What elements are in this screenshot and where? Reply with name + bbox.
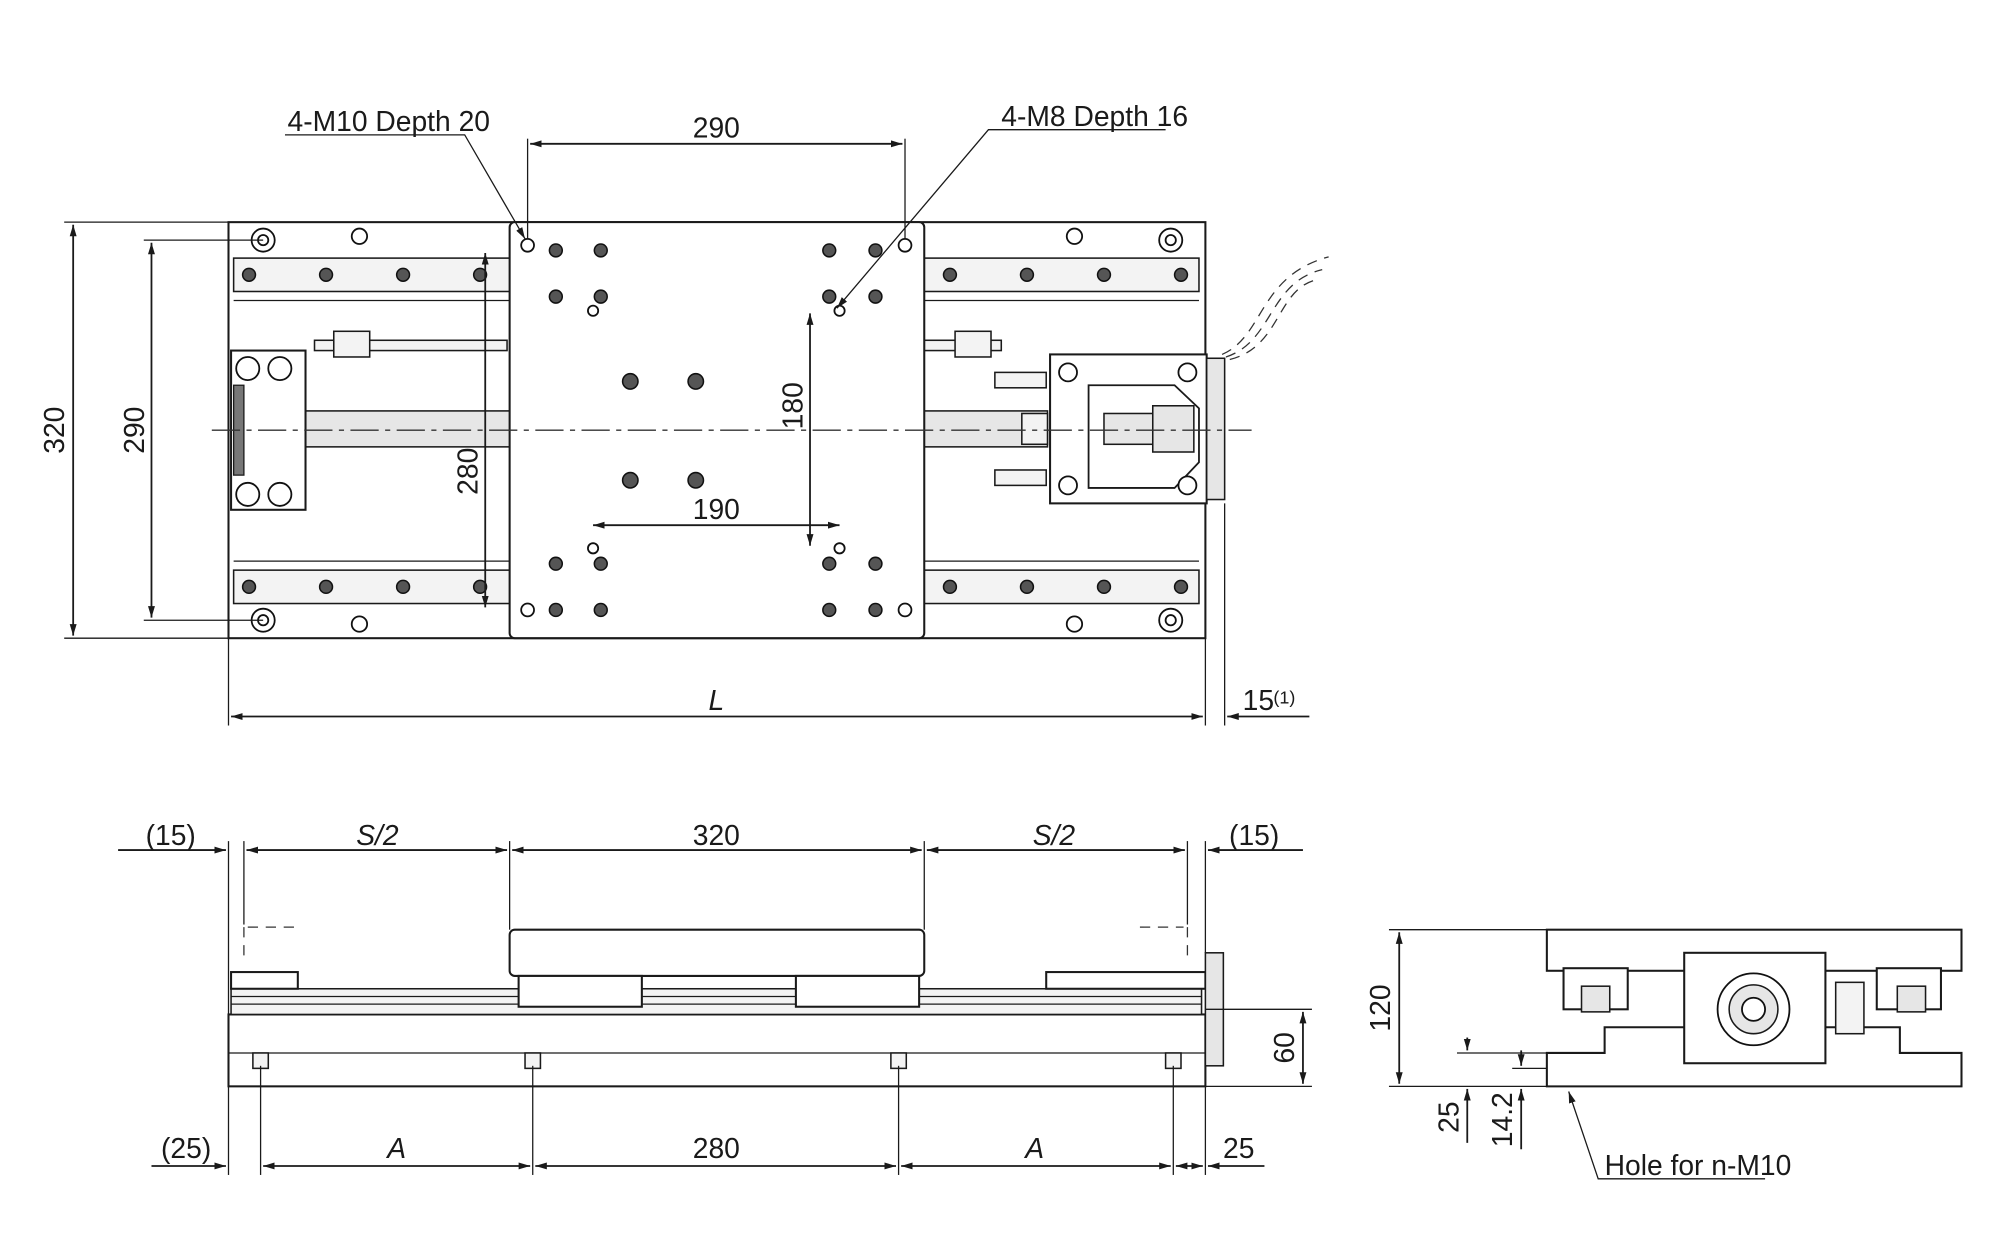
dim-15-right: (15) [1229,819,1279,851]
front-rail [230,987,1203,1016]
hole-label: Hole for n-M10 [1605,1149,1792,1181]
carriage-left [517,974,643,1008]
dim-280: 280 [452,448,484,495]
top-view: 4-M10 Depth 20 4-M8 Depth 16 290 320 290… [38,100,1329,726]
sensor-side [1834,981,1865,1035]
dim-15: 15 [1243,684,1274,716]
dim-rail-290: 290 [118,407,150,454]
carriage-right [794,974,921,1008]
leader-m10 [284,134,526,240]
dim-L: L [708,684,724,716]
dim-60: 60 [1268,1032,1300,1063]
dim-120: 120 [1364,984,1396,1031]
table-holes [520,237,913,618]
top-dimensions [64,138,1310,726]
dim-25-left: (25) [161,1132,211,1164]
motor-plate [1205,357,1226,501]
dim-a-right: A [1023,1132,1044,1164]
dim-s2-left: S/2 [356,819,399,851]
front-base [227,1013,1207,1088]
note-ref: (1) [1273,688,1295,708]
dim-180: 180 [776,382,808,429]
dim-top-290: 290 [693,111,740,143]
dim-a-left: A [385,1132,406,1164]
dim-280-front: 280 [693,1132,740,1164]
dim-side-25: 25 [1432,1101,1464,1132]
side-dimensions [1388,929,1766,1180]
dim-15-left: (15) [146,819,196,851]
dim-320: 320 [693,819,740,851]
dim-14-2: 14.2 [1486,1092,1518,1147]
front-view: (15) S/2 320 S/2 (15) 60 (25) A 280 A 25 [118,819,1312,1175]
dim-190: 190 [693,493,740,525]
dim-s2-right: S/2 [1033,819,1076,851]
label-m8-depth: 4-M8 Depth 16 [1001,100,1188,132]
leader-m8 [836,129,1166,309]
front-table [508,928,926,977]
dim-25-right: 25 [1223,1132,1254,1164]
label-m10-depth: 4-M10 Depth 20 [288,105,490,137]
dim-height-320: 320 [38,407,70,454]
side-view: 120 25 14.2 Hole for n-M10 [1364,928,1963,1181]
front-dimensions [118,841,1312,1175]
